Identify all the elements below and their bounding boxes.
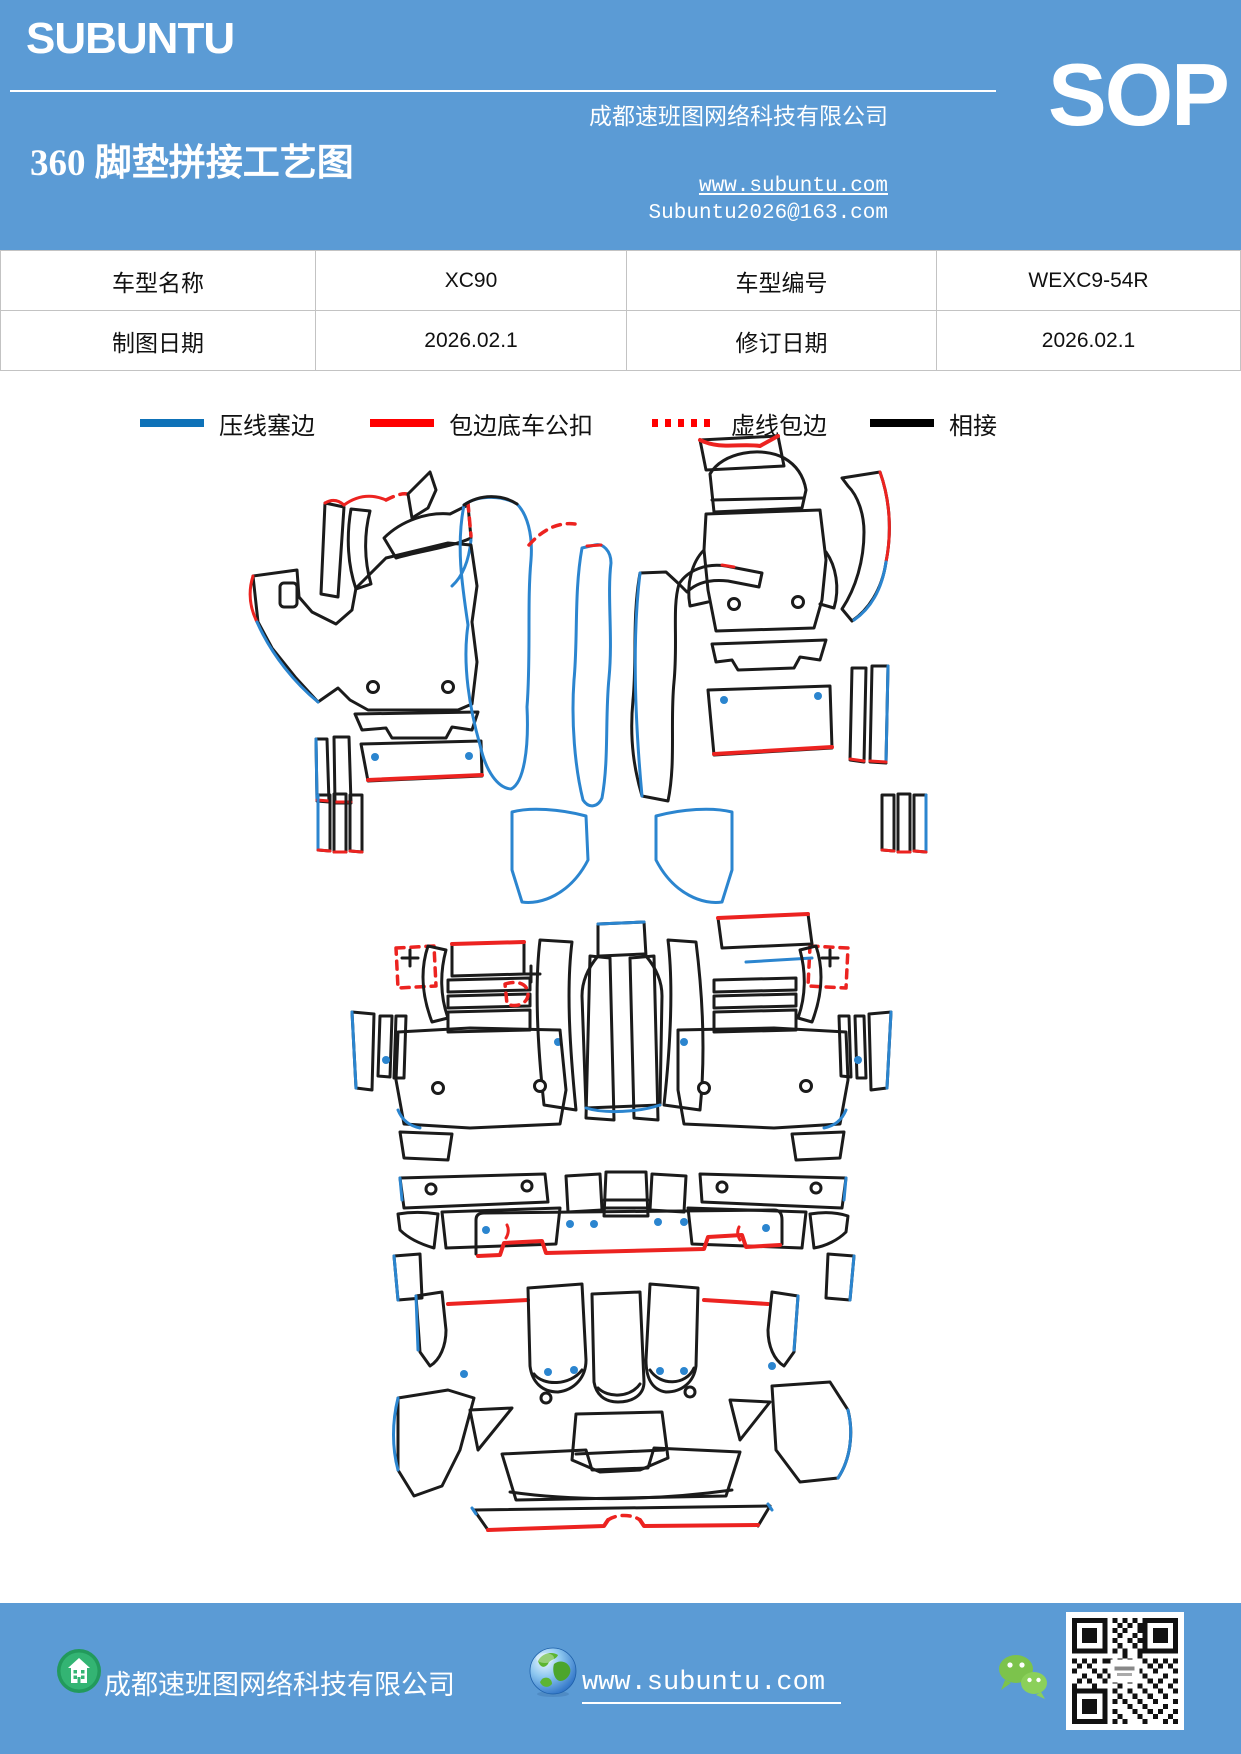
legend-item-dashed: 虚线包边 [652,406,827,440]
footer-website-link[interactable]: www.subuntu.com [582,1668,842,1704]
qr-code [1066,1612,1184,1730]
legend-label: 虚线包边 [731,413,827,440]
header: SUBUNTU 360 脚垫拼接工艺图 成都速班图网络科技有限公司 www.su… [0,0,1241,250]
legend-label: 包边底车公扣 [449,413,593,440]
revise-date-label: 修订日期 [626,310,937,371]
red-line-swatch [370,419,434,427]
footer-company-name: 成都速班图网络科技有限公司 [104,1670,455,1700]
brand-logo: SUBUNTU [26,14,235,63]
legend-item-red: 包边底车公扣 [370,406,593,440]
red-dashed-swatch [652,419,716,427]
second-row-mat-group [316,792,928,1162]
revise-date-value: 2026.02.1 [936,310,1241,371]
legend-item-blue: 压线塞边 [140,406,315,440]
email-address: Subuntu2026@163.com [648,202,888,225]
legend-item-black: 相接 [870,406,997,440]
website-link[interactable]: www.subuntu.com [698,175,888,198]
black-line-swatch [870,419,934,427]
model-name-label: 车型名称 [0,250,316,311]
model-name-value: XC90 [315,250,627,311]
table-row: 制图日期 2026.02.1 修订日期 2026.02.1 [0,310,1241,371]
trunk-mat-group [392,1170,856,1532]
front-left-mat-group [248,470,577,805]
building-icon [57,1649,101,1693]
wechat-icon [999,1655,1047,1699]
company-name: 成都速班图网络科技有限公司 [589,104,888,129]
header-divider [10,90,996,92]
blue-line-swatch [140,419,204,427]
vehicle-info-table: 车型名称 XC90 车型编号 WEXC9-54R 制图日期 2026.02.1 … [0,250,1241,371]
front-right-mat-group [571,434,891,808]
legend-label: 压线塞边 [219,413,315,440]
model-code-value: WEXC9-54R [936,250,1241,311]
globe-icon [529,1647,577,1697]
draw-date-label: 制图日期 [0,310,316,371]
header-contact-block: 成都速班图网络科技有限公司 www.subuntu.com Subuntu202… [589,97,888,225]
draw-date-value: 2026.02.1 [315,310,627,371]
model-code-label: 车型编号 [626,250,937,311]
legend-label: 相接 [949,413,997,440]
table-row: 车型名称 XC90 车型编号 WEXC9-54R [0,250,1241,311]
page-title: 360 脚垫拼接工艺图 [30,143,354,184]
sop-label: SOP [1048,45,1230,144]
